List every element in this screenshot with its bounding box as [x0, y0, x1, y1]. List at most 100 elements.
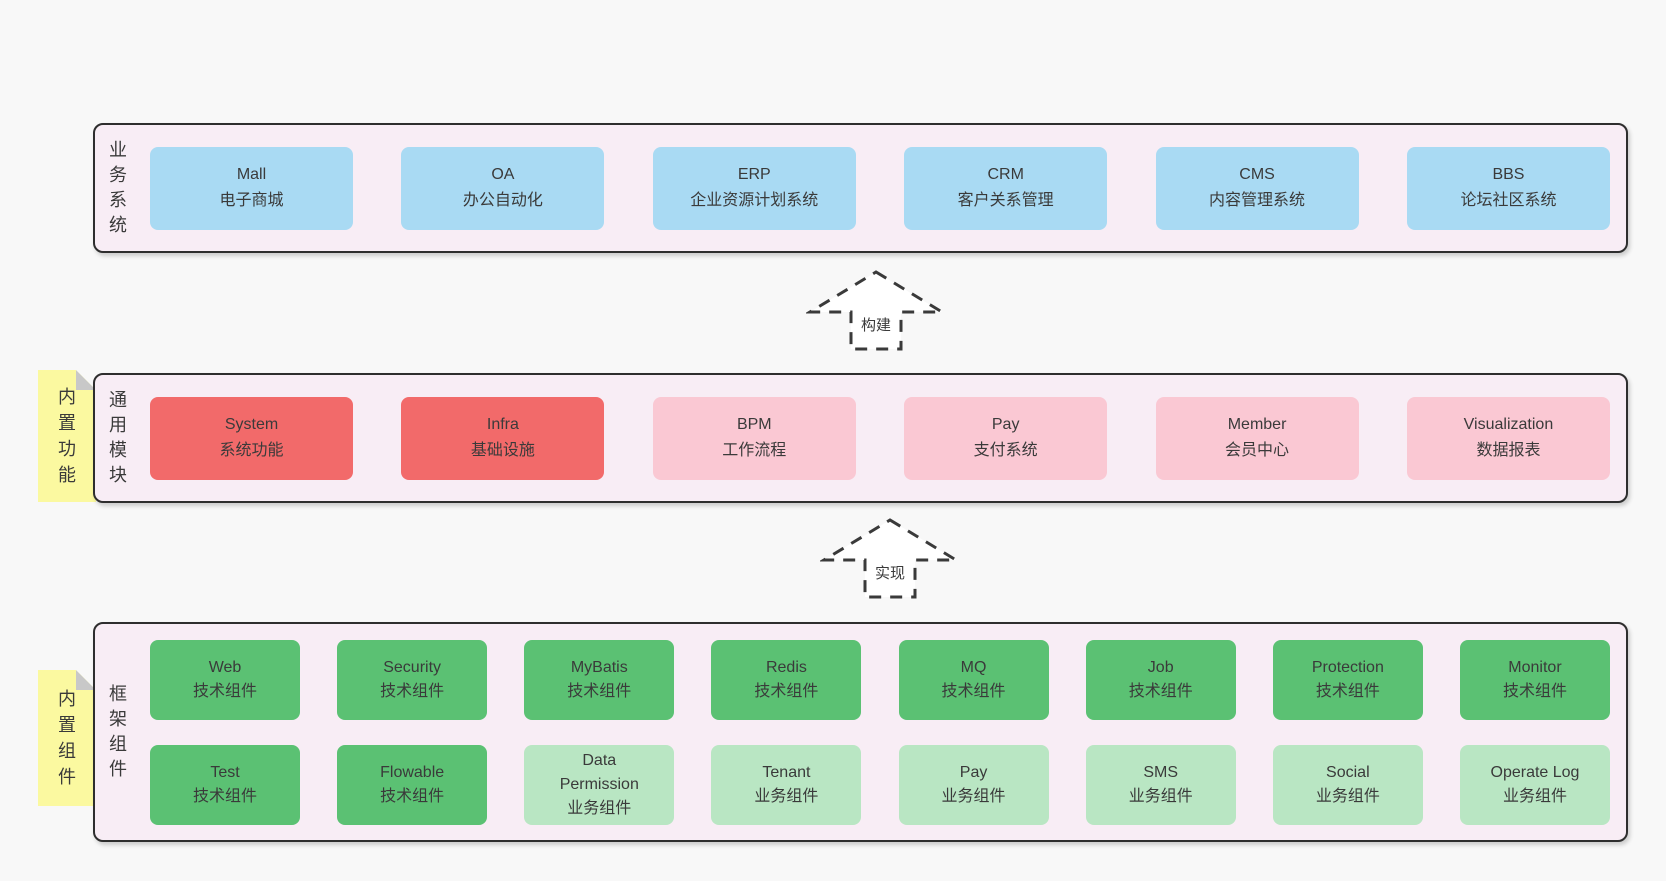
box-cms: CMS 内容管理系统 [1155, 146, 1359, 230]
arrow-build-label: 构建 [858, 314, 894, 335]
box-name: SMS [1143, 763, 1179, 781]
box-desc: 企业资源计划系统 [690, 192, 819, 209]
box-system: System 系统功能 [150, 396, 353, 480]
box-member: Member 会员中心 [1155, 396, 1359, 480]
box-row: System 系统功能 Infra 基础设施 BPM 工作流程 Pay 支付系统… [150, 396, 1610, 480]
box-name: ERP [737, 166, 771, 184]
box-name: Test [210, 763, 240, 781]
box-desc: 系统功能 [219, 442, 284, 459]
box-name: Social [1326, 763, 1370, 781]
box-desc: 技术组件 [941, 682, 1006, 700]
box-desc: 数据报表 [1476, 442, 1541, 459]
box-security: Security 技术组件 [337, 639, 488, 720]
box-bbs: BBS 论坛社区系统 [1406, 146, 1610, 230]
box-desc: 技术组件 [192, 787, 257, 805]
box-name: BPM [736, 416, 772, 434]
box-desc: 业务组件 [1502, 787, 1567, 805]
box-tenant: Tenant 业务组件 [711, 744, 862, 825]
box-operate-log: Operate Log 业务组件 [1459, 744, 1610, 825]
band-label-framework-components: 框架组件 [109, 684, 127, 779]
box-desc: 业务组件 [941, 787, 1006, 805]
band-common-modules: 通用模块 System 系统功能 Infra 基础设施 BPM 工作流程 Pay… [93, 373, 1628, 503]
box-monitor: Monitor 技术组件 [1459, 639, 1610, 720]
box-data-permission: Data Permission 业务组件 [524, 744, 675, 825]
sticky-note-text: 内置组件 [58, 688, 76, 788]
box-desc: 技术组件 [1315, 682, 1380, 700]
box-desc: 业务组件 [1315, 787, 1380, 805]
box-flowable: Flowable 技术组件 [337, 744, 488, 825]
box-desc: 内容管理系统 [1209, 192, 1306, 209]
box-name: Flowable [380, 763, 445, 781]
box-name: Job [1147, 658, 1174, 676]
box-test: Test 技术组件 [150, 744, 300, 825]
box-job: Job 技术组件 [1085, 639, 1236, 720]
box-mq: MQ 技术组件 [898, 639, 1049, 720]
box-desc: 会员中心 [1225, 442, 1290, 459]
band-content: Web 技术组件 Security 技术组件 MyBatis 技术组件 Redi… [128, 624, 1626, 840]
box-name: MQ [960, 658, 987, 676]
box-desc: 业务组件 [1128, 787, 1193, 805]
box-web: Web 技术组件 [150, 639, 300, 720]
sticky-note-built-in-features: 内置功能 [38, 370, 96, 502]
box-name: BBS [1492, 166, 1525, 184]
box-name: Monitor [1508, 658, 1562, 676]
band-content: Mall 电子商城 OA 办公自动化 ERP 企业资源计划系统 CRM 客户关系… [128, 125, 1626, 251]
box-mall: Mall 电子商城 [150, 146, 353, 230]
box-row-business: Test 技术组件 Flowable 技术组件 Data Permission … [150, 744, 1610, 825]
box-redis: Redis 技术组件 [711, 639, 862, 720]
box-pay-module: Pay 支付系统 [904, 396, 1108, 480]
box-visualization: Visualization 数据报表 [1406, 396, 1610, 480]
box-desc: 论坛社区系统 [1460, 192, 1557, 209]
box-desc: 技术组件 [380, 682, 445, 700]
box-name: OA [491, 166, 515, 184]
box-name: Member [1227, 416, 1287, 434]
box-desc: 客户关系管理 [957, 192, 1054, 209]
box-erp: ERP 企业资源计划系统 [652, 146, 856, 230]
box-pay-component: Pay 业务组件 [898, 744, 1049, 825]
box-desc: 技术组件 [1502, 682, 1567, 700]
box-desc: 业务组件 [567, 799, 632, 817]
box-mybatis: MyBatis 技术组件 [524, 639, 675, 720]
box-desc: 技术组件 [567, 682, 632, 700]
sticky-note-built-in-components: 内置组件 [38, 670, 96, 806]
band-label-common-modules: 通用模块 [109, 390, 127, 485]
box-sms: SMS 业务组件 [1085, 744, 1236, 825]
box-crm: CRM 客户关系管理 [904, 146, 1108, 230]
box-name: Security [383, 658, 442, 676]
box-desc: 技术组件 [192, 682, 257, 700]
box-bpm: BPM 工作流程 [652, 396, 856, 480]
box-desc: 业务组件 [754, 787, 819, 805]
band-business-systems: 业务系统 Mall 电子商城 OA 办公自动化 ERP 企业资源计划系统 CRM… [93, 123, 1628, 253]
box-name: CRM [987, 166, 1024, 184]
box-name: Tenant [762, 763, 811, 781]
box-name: Redis [765, 658, 807, 676]
box-name: Visualization [1463, 416, 1554, 434]
box-name: Mall [236, 166, 267, 184]
box-desc: 电子商城 [219, 192, 284, 209]
box-protection: Protection 技术组件 [1272, 639, 1423, 720]
arrow-implement: 实现 [820, 516, 960, 600]
box-name: Pay [959, 763, 988, 781]
box-row-technical: Web 技术组件 Security 技术组件 MyBatis 技术组件 Redi… [150, 639, 1610, 720]
box-desc: 技术组件 [754, 682, 819, 700]
box-name: System [224, 416, 279, 434]
box-oa: OA 办公自动化 [401, 146, 605, 230]
box-infra: Infra 基础设施 [401, 396, 605, 480]
box-name: Protection [1311, 658, 1384, 676]
arrow-build: 构建 [806, 268, 946, 352]
box-desc: 技术组件 [1128, 682, 1193, 700]
box-desc: 工作流程 [722, 442, 787, 459]
box-name: CMS [1239, 166, 1275, 184]
box-name: Operate Log [1490, 763, 1580, 781]
box-desc: 办公自动化 [462, 192, 543, 209]
box-desc: 基础设施 [470, 442, 535, 459]
dashed-up-arrow-icon [820, 518, 960, 599]
box-row: Mall 电子商城 OA 办公自动化 ERP 企业资源计划系统 CRM 客户关系… [150, 146, 1610, 230]
box-name: Infra [486, 416, 519, 434]
box-desc: 支付系统 [973, 442, 1038, 459]
box-desc: 技术组件 [380, 787, 445, 805]
box-name: Web [208, 658, 242, 676]
band-label-business-systems: 业务系统 [109, 140, 127, 235]
box-name: MyBatis [570, 658, 628, 676]
